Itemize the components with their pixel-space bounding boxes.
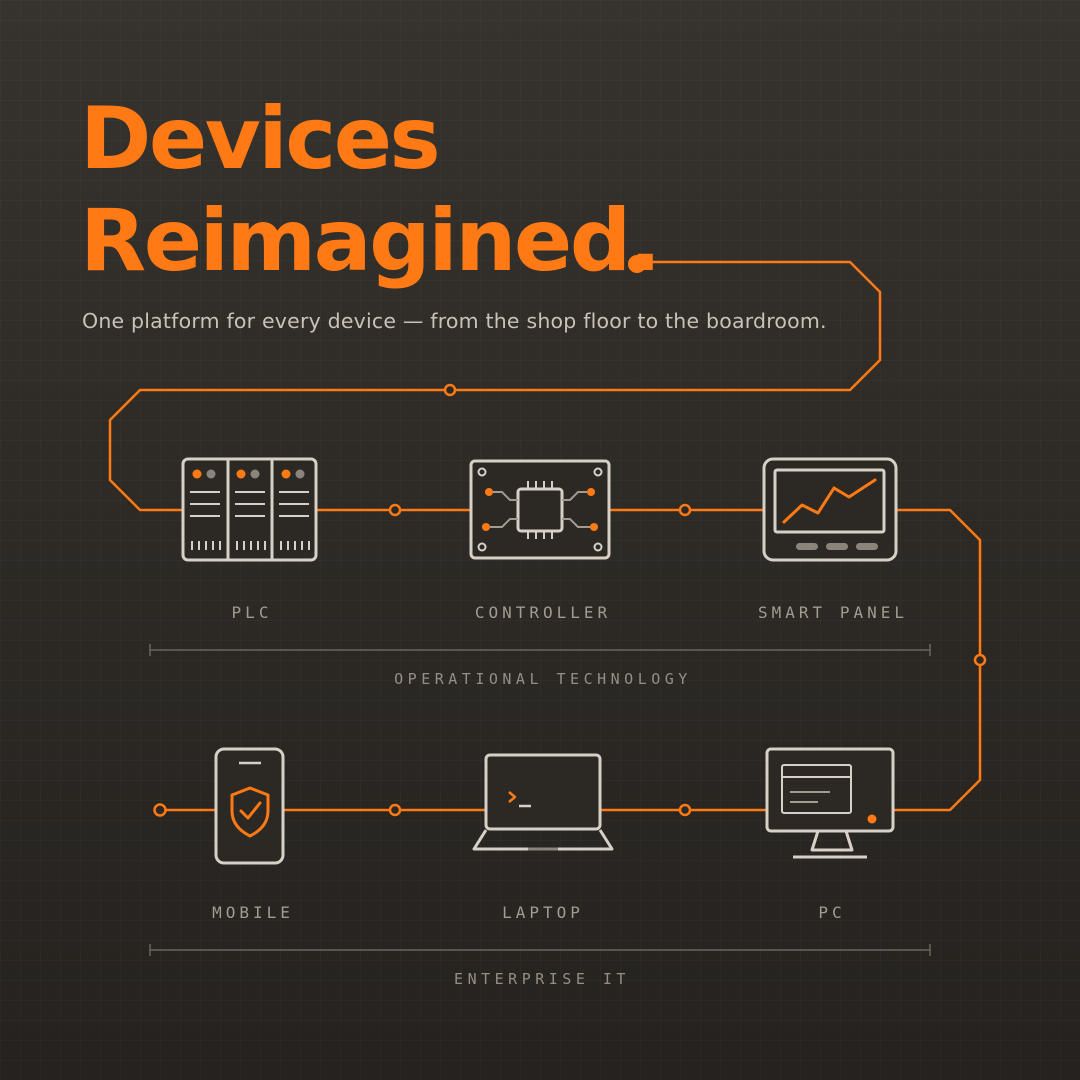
- headline-line-2: Reimagined.: [80, 191, 662, 291]
- connector-node: [678, 503, 692, 517]
- headline: Devices Reimagined.: [80, 88, 662, 292]
- group-label-operational-technology: OPERATIONAL TECHNOLOGY: [394, 670, 692, 688]
- device-label-smart-panel: SMART PANEL: [758, 603, 908, 622]
- device-label-mobile: MOBILE: [212, 903, 294, 922]
- device-label-plc: PLC: [231, 603, 273, 622]
- connector-node: [678, 803, 692, 817]
- headline-dot: [628, 255, 646, 273]
- connector-start-node: [153, 803, 167, 817]
- connector-node: [973, 653, 987, 667]
- chip-board-icon: [469, 459, 611, 560]
- it-group-bracket: [149, 944, 931, 956]
- group-label-enterprise-it: ENTERPRISE IT: [454, 970, 630, 988]
- smart-panel-icon: [762, 457, 898, 562]
- connector-nodes: [153, 383, 987, 817]
- headline-line-1: Devices: [80, 89, 441, 189]
- connector-line: [108, 260, 982, 812]
- desktop-monitor-icon: [765, 747, 895, 859]
- shield-phone-icon: [214, 747, 285, 865]
- device-label-controller: CONTROLLER: [474, 603, 612, 622]
- subtitle: One platform for every device — from the…: [82, 309, 827, 333]
- connector-node: [388, 803, 402, 817]
- plc-icon: [181, 457, 318, 562]
- connector-node: [388, 503, 402, 517]
- device-label-laptop: LAPTOP: [502, 903, 584, 922]
- laptop-terminal-icon: [472, 753, 614, 851]
- ot-group-bracket: [149, 644, 931, 656]
- device-label-pc: PC: [818, 903, 846, 922]
- connector-node: [443, 383, 457, 397]
